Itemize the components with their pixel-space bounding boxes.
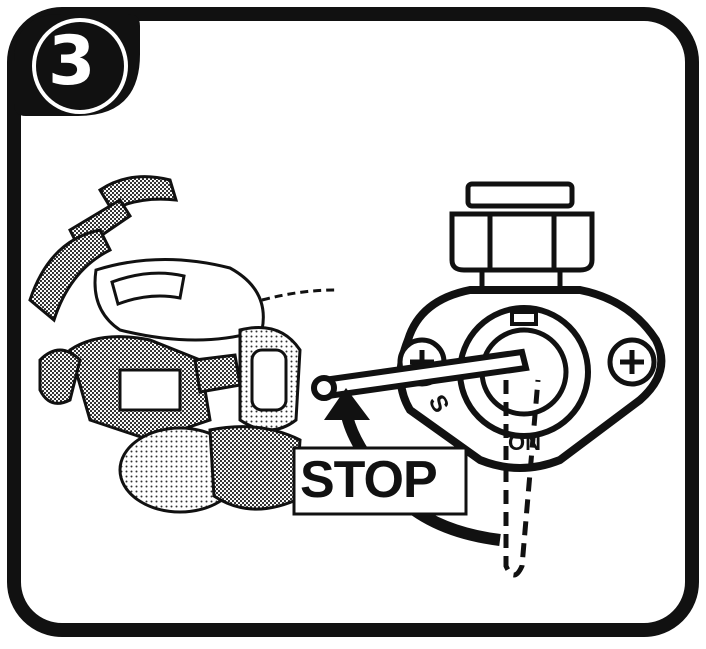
on-position-mark: ON: [508, 432, 541, 454]
stop-label: STOP: [300, 454, 437, 506]
step-number: 3: [48, 28, 95, 96]
